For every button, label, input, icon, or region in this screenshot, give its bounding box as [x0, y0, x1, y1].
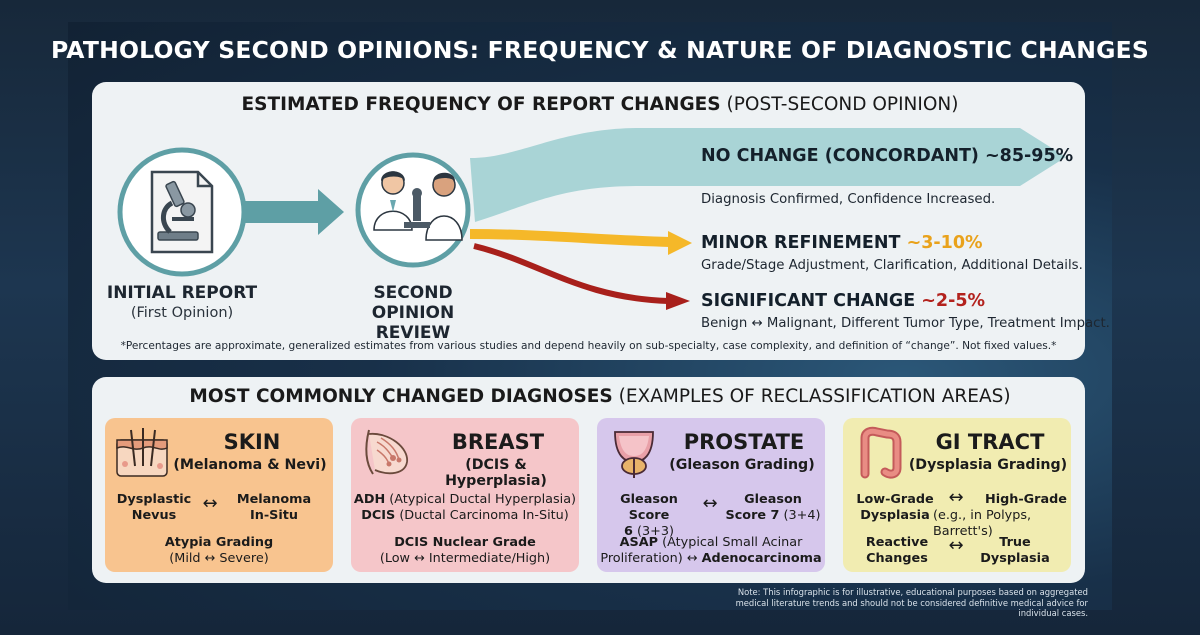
percentages-footnote: *Percentages are approximate, generalize…	[120, 340, 1057, 352]
gi-left-term: Low-Grade Dysplasia	[851, 492, 939, 524]
microscope-document-icon	[117, 147, 247, 277]
gi-tract-card: GI TRACT (Dysplasia Grading) Low-Grade D…	[843, 418, 1071, 572]
no-change-desc: Diagnosis Confirmed, Confidence Increase…	[701, 192, 996, 207]
skin-grade: Atypia Grading	[164, 535, 274, 550]
minor-refinement-title: MINOR REFINEMENT ~3-10%	[701, 233, 983, 253]
second-opinion-line2: REVIEW	[375, 323, 451, 343]
gi-swap-arrow-2: ↔	[948, 535, 964, 556]
disclaimer-note: Note: This infographic is for illustrati…	[735, 587, 1088, 618]
breast-adh-line: ADH (Atypical Ductal Hyperplasia)	[351, 492, 579, 508]
significant-change-pct: ~2-5%	[921, 291, 986, 311]
initial-to-review-arrow	[245, 189, 344, 235]
breast-tissue-icon	[365, 429, 408, 475]
diagnoses-title-light: (EXAMPLES OF RECLASSIFICATION AREAS)	[618, 386, 1011, 407]
breast-subtitle: (DCIS & Hyperplasia)	[445, 457, 547, 489]
skin-left-line1: Dysplastic	[116, 492, 192, 507]
prostate-right-score: Score 7	[725, 508, 780, 523]
prostate-right-pattern: (3+4)	[783, 508, 821, 523]
gi-right-line2: (e.g., in Polyps, Barrett's)	[933, 508, 1032, 539]
breast-dcis: DCIS	[361, 508, 396, 523]
no-change-arrow	[470, 128, 1066, 222]
prostate-title: PROSTATE	[683, 430, 805, 454]
gi-dysplasia-line1: True	[999, 535, 1031, 550]
initial-report-label: INITIAL REPORT (First Opinion)	[102, 283, 262, 323]
gi-left-line2: Dysplasia	[860, 508, 930, 523]
pathologists-icon	[355, 152, 471, 268]
skin-subtitle: (Melanoma & Nevi)	[173, 457, 327, 473]
skin-card: SKIN (Melanoma & Nevi) Dysplastic Nevus …	[105, 418, 333, 572]
skin-right-term: Melanoma In-Situ	[229, 492, 319, 524]
frequency-title-light: (POST-SECOND OPINION)	[726, 94, 959, 115]
prostate-right-term: Gleason Score 7 (3+4)	[725, 492, 821, 524]
prostate-asap-arrow: ↔	[686, 551, 698, 566]
minor-refinement-pct: ~3-10%	[906, 233, 983, 253]
frequency-panel-title: ESTIMATED FREQUENCY OF REPORT CHANGES (P…	[0, 94, 1200, 115]
significant-change-arrow	[473, 243, 669, 304]
gi-swap-arrow: ↔	[948, 487, 964, 508]
skin-left-line2: Nevus	[131, 508, 177, 523]
skin-title: SKIN	[223, 430, 281, 454]
prostate-left-pattern: (3+3)	[636, 524, 674, 539]
prostate-swap-arrow: ↔	[702, 493, 718, 514]
gi-right-term: High-Grade (e.g., in Polyps, Barrett's)	[903, 492, 1071, 540]
gi-left-line1: Low-Grade	[856, 492, 934, 507]
minor-refinement-desc: Grade/Stage Adjustment, Clarification, A…	[701, 258, 1083, 273]
skin-left-term: Dysplastic Nevus	[111, 492, 197, 524]
significant-change-desc: Benign ↔ Malignant, Different Tumor Type…	[701, 316, 1110, 331]
prostate-bladder-icon	[614, 431, 654, 478]
gi-right-line1: High-Grade	[985, 492, 1067, 507]
breast-grade-sub: (Low ↔ Intermediate/High)	[379, 551, 551, 566]
prostate-asap-target: Adenocarcinoma	[701, 551, 822, 566]
skin-right-line1: Melanoma	[236, 492, 312, 507]
second-opinion-line1: SECOND OPINION	[371, 283, 455, 323]
breast-card: BREAST (DCIS & Hyperplasia) ADH (Atypica…	[351, 418, 579, 572]
breast-title: BREAST	[451, 430, 545, 454]
gi-dysplasia-line2: Dysplasia	[980, 551, 1050, 566]
gi-reactive-line2: Changes	[866, 551, 928, 566]
gi-reactive-term: Reactive Changes	[857, 535, 937, 567]
prostate-asap-desc2: Proliferation)	[600, 551, 683, 566]
prostate-card: PROSTATE (Gleason Grading) Gleason Score…	[597, 418, 825, 572]
gi-dysplasia-term: True Dysplasia	[975, 535, 1055, 567]
prostate-right-line1: Gleason	[744, 492, 802, 507]
breast-dcis-desc: (Ductal Carcinoma In-Situ)	[399, 508, 569, 523]
breast-dcis-line: DCIS (Ductal Carcinoma In-Situ)	[351, 508, 579, 524]
prostate-left-score: 6	[624, 524, 633, 539]
frequency-title-bold: ESTIMATED FREQUENCY OF REPORT CHANGES	[241, 94, 721, 115]
breast-grade: DCIS Nuclear Grade	[394, 535, 536, 550]
skin-grade-sub: (Mild ↔ Severe)	[169, 551, 269, 566]
skin-layers-icon	[116, 428, 168, 477]
prostate-asap: ASAP	[619, 535, 659, 550]
prostate-asap-line1: ASAP (Atypical Small Acinar	[597, 535, 825, 551]
significant-change-title: SIGNIFICANT CHANGE ~2-5%	[701, 291, 985, 311]
skin-right-line2: In-Situ	[249, 508, 298, 523]
initial-report-title: INITIAL REPORT	[106, 283, 258, 303]
colon-icon	[860, 426, 902, 479]
diagnoses-title-bold: MOST COMMONLY CHANGED DIAGNOSES	[189, 386, 613, 407]
prostate-asap-line2: Proliferation) ↔ Adenocarcinoma	[597, 551, 825, 567]
minor-refinement-label: MINOR REFINEMENT	[701, 233, 901, 253]
no-change-title: NO CHANGE (CONCORDANT) ~85-95%	[701, 146, 1074, 166]
prostate-left-line1: Gleason Score	[620, 492, 678, 523]
significant-change-label: SIGNIFICANT CHANGE	[701, 291, 916, 311]
diagnoses-panel-title: MOST COMMONLY CHANGED DIAGNOSES (EXAMPLE…	[0, 386, 1200, 407]
prostate-subtitle: (Gleason Grading)	[669, 457, 815, 473]
breast-adh: ADH	[353, 492, 386, 507]
minor-refinement-arrow	[469, 229, 671, 247]
breast-adh-desc: (Atypical Ductal Hyperplasia)	[389, 492, 577, 507]
prostate-left-term: Gleason Score 6 (3+3)	[601, 492, 697, 540]
second-opinion-label: SECOND OPINION REVIEW	[333, 283, 493, 343]
gi-subtitle: (Dysplasia Grading)	[908, 457, 1068, 473]
initial-report-sub: (First Opinion)	[130, 305, 234, 321]
gi-title: GI TRACT	[935, 430, 1045, 454]
page-title: PATHOLOGY SECOND OPINIONS: FREQUENCY & N…	[51, 36, 1149, 64]
skin-swap-arrow: ↔	[202, 493, 218, 514]
gi-reactive-line1: Reactive	[865, 535, 929, 550]
prostate-asap-desc: (Atypical Small Acinar	[662, 535, 803, 550]
